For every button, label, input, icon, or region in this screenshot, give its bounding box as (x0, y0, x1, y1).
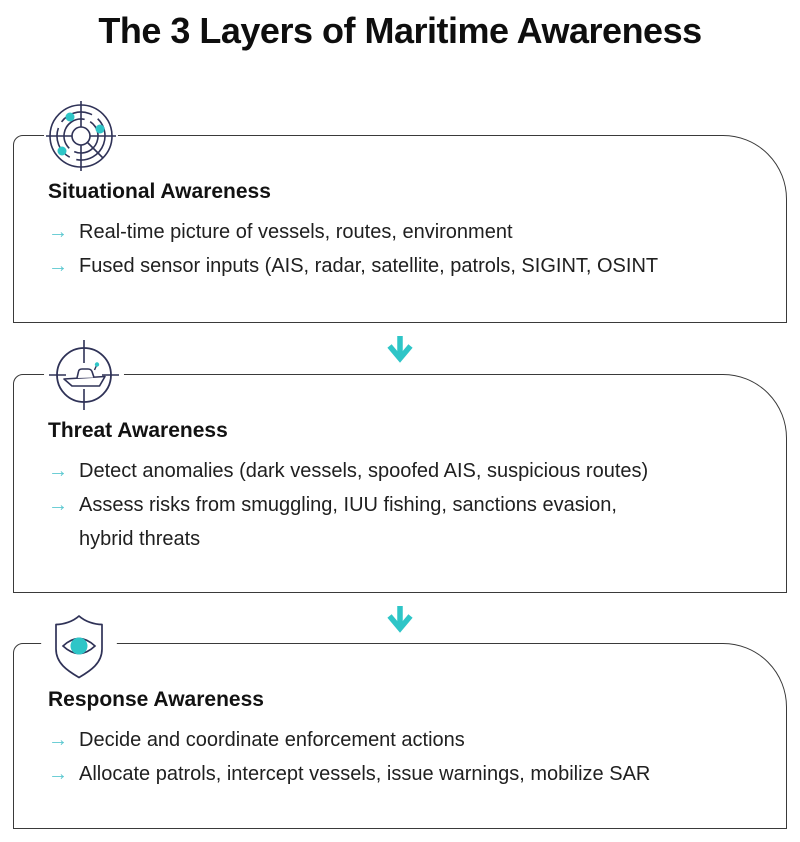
ship-crosshair-icon (44, 335, 124, 415)
down-arrow-icon (387, 336, 413, 363)
list-item: → Real-time picture of vessels, routes, … (48, 215, 772, 249)
list-item: → Assess risks from smuggling, IUU fishi… (48, 488, 772, 556)
bullet-text: Real-time picture of vessels, routes, en… (79, 221, 513, 243)
arrow-right-icon: → (48, 460, 68, 482)
shield-eye-icon (41, 609, 117, 685)
card-response-awareness: Response Awareness → Decide and coordina… (13, 609, 787, 829)
list-item: → Fused sensor inputs (AIS, radar, satel… (48, 249, 772, 283)
arrow-right-icon: → (48, 255, 68, 277)
arrow-right-icon: → (48, 494, 68, 516)
bullet-text: Detect anomalies (dark vessels, spoofed … (79, 460, 649, 482)
list-item: → Allocate patrols, intercept vessels, i… (48, 757, 772, 791)
radar-icon (44, 99, 118, 173)
page-title: The 3 Layers of Maritime Awareness (98, 10, 702, 51)
bullet-text: Fused sensor inputs (AIS, radar, satelli… (79, 255, 659, 277)
bullet-text: Decide and coordinate enforcement action… (79, 729, 465, 751)
arrow-right-icon: → (48, 729, 68, 751)
bullet-text: Allocate patrols, intercept vessels, iss… (79, 763, 651, 785)
bullet-list: → Decide and coordinate enforcement acti… (48, 723, 772, 791)
bullet-list: → Real-time picture of vessels, routes, … (48, 215, 772, 283)
card-threat-awareness: Threat Awareness → Detect anomalies (dar… (13, 335, 787, 593)
list-item: → Decide and coordinate enforcement acti… (48, 723, 772, 757)
arrow-right-icon: → (48, 221, 68, 243)
card-heading: Situational Awareness (48, 180, 271, 203)
card-situational-awareness: Situational Awareness → Real-time pictur… (13, 99, 787, 323)
list-item: → Detect anomalies (dark vessels, spoofe… (48, 454, 772, 488)
bullet-text: Assess risks from smuggling, IUU fishing… (79, 494, 617, 550)
card-heading: Response Awareness (48, 688, 264, 711)
card-heading: Threat Awareness (48, 419, 228, 442)
down-arrow-icon (387, 606, 413, 633)
arrow-right-icon: → (48, 763, 68, 785)
bullet-list: → Detect anomalies (dark vessels, spoofe… (48, 454, 772, 556)
